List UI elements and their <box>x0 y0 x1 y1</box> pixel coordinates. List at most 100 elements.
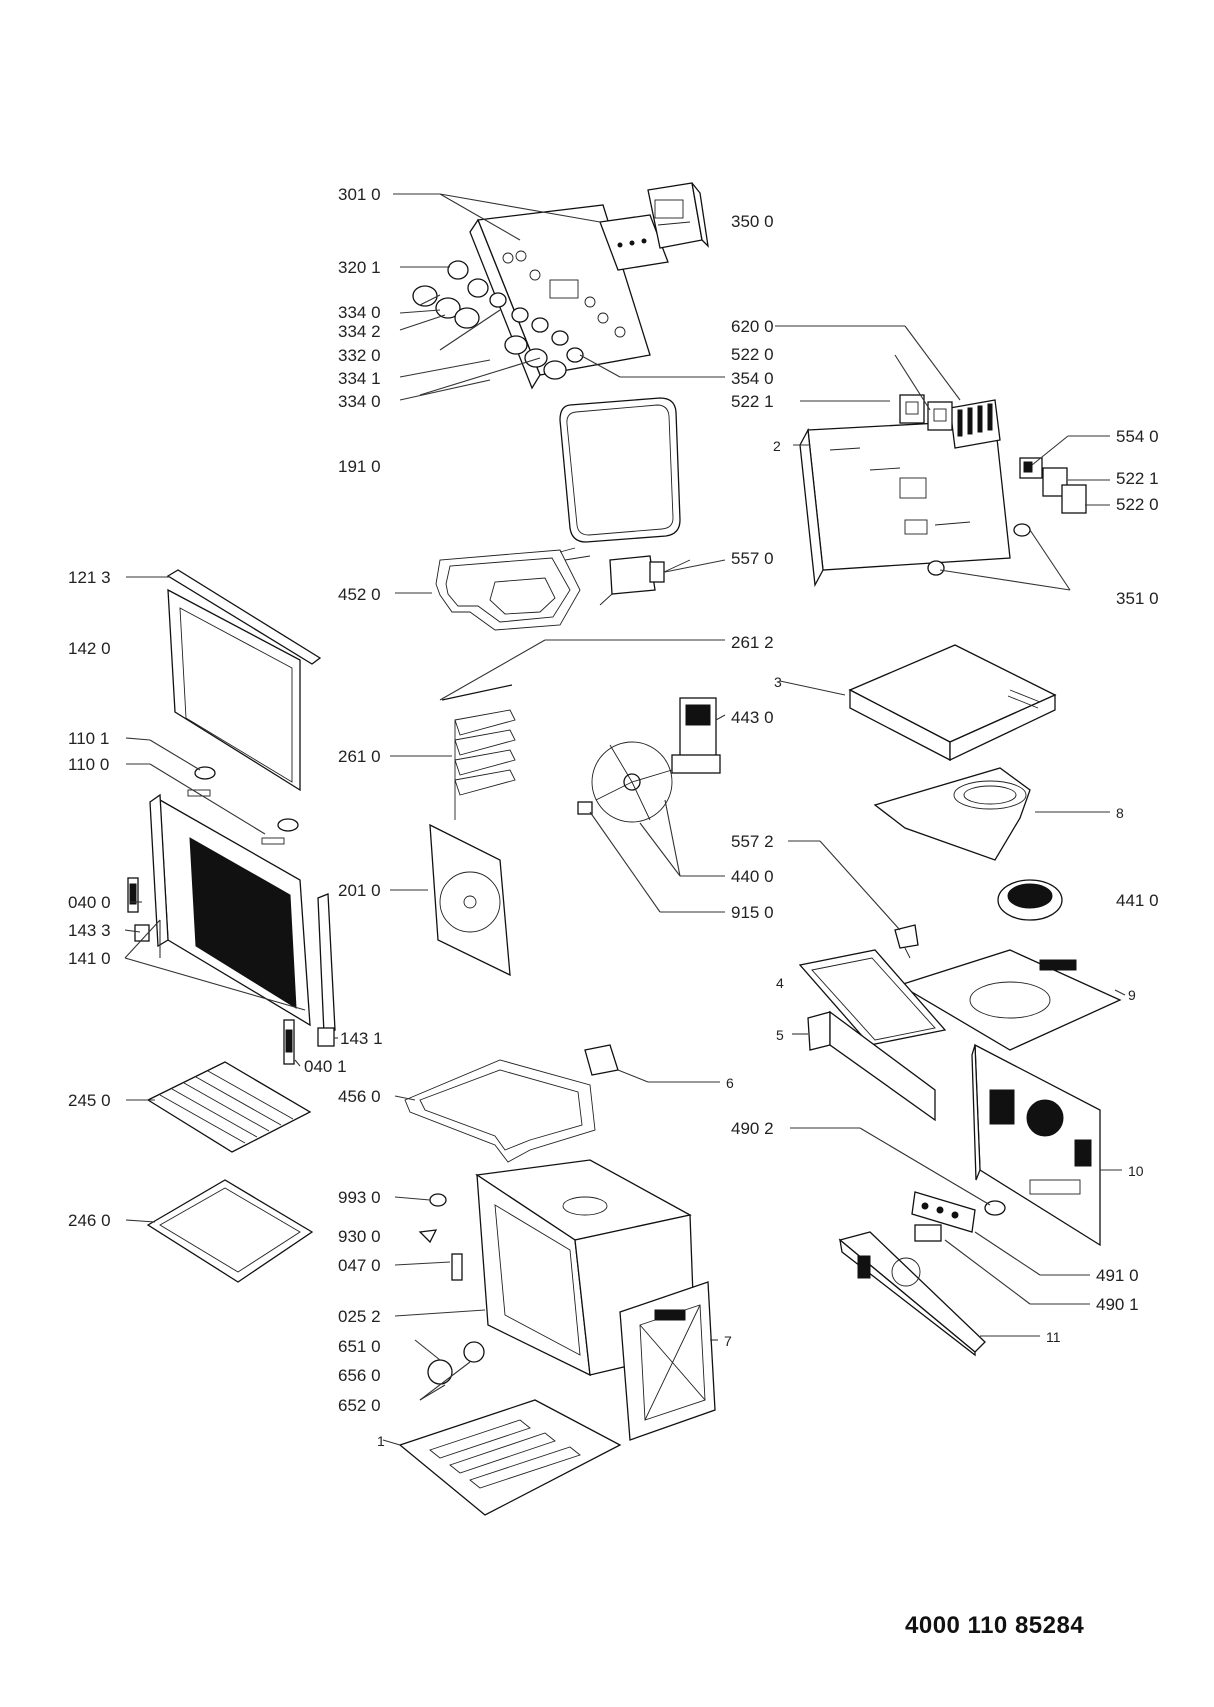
bracket-part-6 <box>584 1044 619 1076</box>
label-930-0: 930 0 <box>338 1227 381 1246</box>
terminal-block-part <box>949 399 1001 449</box>
label-441-0: 441 0 <box>1116 891 1159 910</box>
label-143-3: 143 3 <box>68 921 111 940</box>
terminal-strip-part-4910 <box>911 1191 976 1233</box>
small-part-9300 <box>418 1229 438 1244</box>
hinge-part-0401 <box>283 1019 295 1065</box>
label-334-0-b: 334 0 <box>338 392 381 411</box>
label-334-0-a: 334 0 <box>338 303 381 322</box>
rear-fan-cover-part <box>429 823 511 977</box>
switch-part-5540 <box>1019 457 1043 479</box>
outer-door-part <box>149 766 336 1035</box>
rear-bottom-plate-part <box>838 1231 986 1357</box>
label-246-0: 246 0 <box>68 1211 111 1230</box>
switch-part-5221a <box>899 394 925 424</box>
label-656-0: 656 0 <box>338 1366 381 1385</box>
label-261-0: 261 0 <box>338 747 381 766</box>
label-2: 2 <box>773 438 781 454</box>
fan-housing-part <box>873 767 1031 861</box>
baking-tray-part <box>146 1179 314 1283</box>
label-522-1-b: 522 1 <box>1116 469 1159 488</box>
label-143-1: 143 1 <box>340 1029 383 1048</box>
label-11: 11 <box>1046 1329 1061 1345</box>
shelf-support-part <box>441 684 516 820</box>
fan-motor-part <box>671 697 721 774</box>
label-141-0: 141 0 <box>68 949 111 968</box>
label-7: 7 <box>724 1333 732 1349</box>
cooling-fan-part <box>997 879 1063 921</box>
top-heating-element-part <box>435 547 591 631</box>
label-651-0: 651 0 <box>338 1337 381 1356</box>
label-047-0: 047 0 <box>338 1256 381 1275</box>
top-plate-part <box>898 949 1122 1051</box>
label-557-2: 557 2 <box>731 832 774 851</box>
connector-part-4902 <box>984 1200 1006 1216</box>
side-bracket-part <box>807 1010 936 1122</box>
label-245-0: 245 0 <box>68 1091 111 1110</box>
label-350-0: 350 0 <box>731 212 774 231</box>
timer-module-part <box>647 182 709 249</box>
label-1: 1 <box>377 1433 385 1449</box>
switch-part-5220b <box>1061 484 1087 514</box>
rear-back-panel-part <box>971 1043 1101 1247</box>
label-354-0: 354 0 <box>731 369 774 388</box>
bottom-panel-part <box>398 1399 622 1516</box>
label-10: 10 <box>1128 1163 1144 1179</box>
leader-lines <box>124 193 1126 1446</box>
label-320-1: 320 1 <box>338 258 381 277</box>
label-522-1-a: 522 1 <box>731 392 774 411</box>
hinge-part-1433 <box>134 924 150 942</box>
label-456-0: 456 0 <box>338 1087 381 1106</box>
fan-blade-part <box>577 741 673 823</box>
control-overlay-part <box>599 214 669 271</box>
label-491-0: 491 0 <box>1096 1266 1139 1285</box>
label-110-1: 110 1 <box>68 729 109 748</box>
label-993-0: 993 0 <box>338 1188 381 1207</box>
label-332-0: 332 0 <box>338 346 381 365</box>
label-040-1: 040 1 <box>304 1057 347 1076</box>
label-490-2: 490 2 <box>731 1119 774 1138</box>
label-557-0: 557 0 <box>731 549 774 568</box>
wire-shelf-part <box>146 1061 312 1153</box>
thermostat-part <box>599 555 691 606</box>
switch-part-5220a <box>927 401 953 431</box>
label-652-0: 652 0 <box>338 1396 381 1415</box>
label-025-2: 025 2 <box>338 1307 381 1326</box>
label-121-3: 121 3 <box>68 568 111 587</box>
label-915-0: 915 0 <box>731 903 774 922</box>
label-191-0: 191 0 <box>338 457 381 476</box>
label-440-0: 440 0 <box>731 867 774 886</box>
oven-cavity-part <box>475 1159 696 1377</box>
label-334-2: 334 2 <box>338 322 381 341</box>
lamp-part <box>927 523 1031 576</box>
door-seal-part <box>559 397 681 543</box>
connector-part-4901 <box>914 1224 942 1242</box>
rear-electrical-panel-part <box>799 419 1011 588</box>
label-5: 5 <box>776 1027 784 1043</box>
small-part-9930 <box>429 1193 447 1207</box>
label-8: 8 <box>1116 805 1124 821</box>
label-3: 3 <box>774 674 782 690</box>
label-4: 4 <box>776 975 784 991</box>
safety-thermostat-part <box>894 924 919 959</box>
label-522-0-a: 522 0 <box>731 345 774 364</box>
top-cover-part <box>848 644 1057 762</box>
inner-glass-part <box>167 588 301 792</box>
label-301-0: 301 0 <box>338 185 381 204</box>
hinge-part-1431 <box>317 1027 335 1047</box>
hinge-part-0400 <box>127 877 139 913</box>
door-switch-part-0470 <box>451 1253 463 1281</box>
knobs-part <box>412 260 584 380</box>
label-554-0: 554 0 <box>1116 427 1159 446</box>
part-labels: 301 0 350 0 320 1 334 0 334 2 332 0 334 … <box>68 185 1159 1449</box>
label-040-0: 040 0 <box>68 893 111 912</box>
label-6: 6 <box>726 1075 734 1091</box>
label-452-0: 452 0 <box>338 585 381 604</box>
door-top-trim-part <box>166 569 322 665</box>
label-490-1: 490 1 <box>1096 1295 1139 1314</box>
label-334-1: 334 1 <box>338 369 381 388</box>
label-443-0: 443 0 <box>731 708 774 727</box>
label-142-0: 142 0 <box>68 639 111 658</box>
label-201-0: 201 0 <box>338 881 381 900</box>
